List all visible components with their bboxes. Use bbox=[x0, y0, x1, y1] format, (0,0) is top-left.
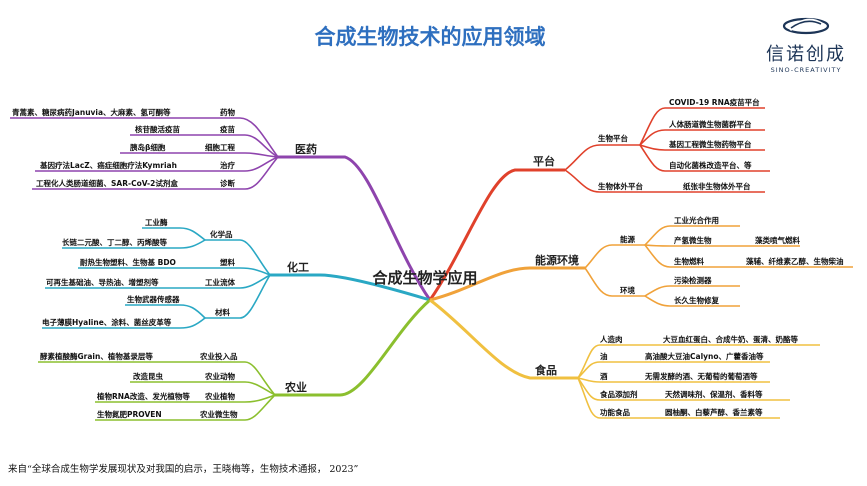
energy-leaf: 污染检测器 bbox=[674, 275, 712, 285]
agri-sub: 农业微生物 bbox=[199, 409, 238, 419]
branch-food-lines bbox=[429, 298, 820, 419]
footnote: 来自“全球合成生物学发展现状及对我国的启示，王晓梅等，生物技术通报， 2023” bbox=[8, 463, 359, 475]
branch-food-label: 食品 bbox=[535, 363, 557, 377]
branch-agri-lines bbox=[38, 298, 431, 421]
platform-leaf: 基因工程微生物药物平台 bbox=[668, 139, 752, 149]
platform-sub: 生物平台 bbox=[598, 133, 628, 143]
pharma-leaf: 基因疗法LacZ、癌症细胞疗法Kymriah bbox=[39, 160, 177, 170]
chem-leaf: 长链二元酸、丁二醇、丙烯酸等 bbox=[62, 237, 167, 247]
chem-leaf: 生物武器传感器 bbox=[127, 294, 180, 304]
agri-leaf: 改造昆虫 bbox=[133, 371, 163, 381]
energy-leaf: 生物燃料 bbox=[674, 256, 704, 266]
food-sub: 功能食品 bbox=[600, 407, 630, 417]
branch-chem-label: 化工 bbox=[287, 260, 309, 274]
branch-pharma-label: 医药 bbox=[295, 142, 317, 156]
agri-sub: 农业投入品 bbox=[199, 351, 238, 361]
pharma-sub: 治疗 bbox=[220, 160, 235, 170]
chem-leaf: 耐热生物塑料、生物基 BDO bbox=[80, 257, 176, 267]
chem-leaf: 电子薄膜Hyaline、涂料、菌丝皮革等 bbox=[42, 317, 172, 327]
chem-leaf: 可再生基础油、导热油、增塑剂等 bbox=[46, 277, 159, 287]
chem-sub: 工业流体 bbox=[205, 277, 235, 287]
platform-leaf: 自动化菌株改造平台、等 bbox=[669, 160, 752, 170]
food-leaf: 高油酸大豆油Calyno、广藿香油等 bbox=[645, 351, 764, 361]
food-sub: 食品添加剂 bbox=[600, 389, 638, 399]
energy-leaf: 藻辅、纤维素乙醇、生物柴油 bbox=[746, 256, 844, 266]
energy-leaf: 藻类喷气燃料 bbox=[755, 235, 800, 245]
branch-energy-label: 能源环境 bbox=[535, 253, 579, 267]
pharma-sub: 疫苗 bbox=[220, 124, 235, 134]
food-leaf: 天然调味剂、保温剂、香料等 bbox=[665, 389, 763, 399]
branch-pharma-lines bbox=[10, 117, 432, 301]
pharma-leaf: 胰岛β细胞 bbox=[130, 142, 166, 152]
food-leaf: 大豆血红蛋白、合成牛奶、蛋清、奶酪等 bbox=[663, 334, 798, 344]
pharma-sub: 诊断 bbox=[220, 178, 235, 188]
food-sub: 酒 bbox=[600, 371, 608, 381]
logo-subtitle: SINO-CREATIVITY bbox=[771, 66, 842, 74]
agri-sub: 农业植物 bbox=[204, 391, 235, 401]
food-leaf: 圆柚酮、白藜芦醇、香兰素等 bbox=[665, 407, 763, 417]
sino-logo-icon bbox=[782, 17, 830, 35]
agri-leaf: 酵素植酸酶Grain、植物基录层等 bbox=[40, 351, 153, 361]
pharma-sub: 药物 bbox=[220, 107, 235, 117]
food-sub: 油 bbox=[600, 351, 608, 361]
pharma-leaf: 青蒿素、糖尿病药Januvia、大麻素、氢可酮等 bbox=[12, 107, 171, 117]
branch-platform-label: 平台 bbox=[533, 154, 555, 168]
energy-sub: 能源 bbox=[620, 234, 635, 244]
energy-leaf: 产氢微生物 bbox=[674, 235, 712, 245]
platform-leaf: 纸张非生物体外平台 bbox=[683, 181, 751, 191]
branch-energy-lines bbox=[429, 225, 853, 307]
chem-sub: 塑料 bbox=[220, 257, 235, 267]
food-sub: 人造肉 bbox=[600, 334, 623, 344]
food-leaf: 无需发酵的酒、无葡萄的葡萄酒等 bbox=[644, 371, 758, 381]
pharma-leaf: 工程化人类肠道细菌、SAR-CoV-2试剂盒 bbox=[36, 178, 178, 188]
agri-leaf: 植物RNA改造、发光植物等 bbox=[96, 391, 190, 401]
energy-leaf: 工业光合作用 bbox=[674, 215, 719, 225]
center-topic: 合成生物学应用 bbox=[371, 269, 477, 287]
branch-platform-lines bbox=[428, 107, 770, 301]
platform-leaf: 人体肠道微生物菌群平台 bbox=[669, 119, 752, 129]
chem-leaf: 工业酶 bbox=[145, 217, 168, 227]
chem-sub: 化学品 bbox=[210, 229, 233, 239]
slide-title: 合成生物技术的应用领域 bbox=[315, 25, 546, 49]
energy-sub: 环境 bbox=[620, 285, 635, 295]
logo-name: 信诺创成 bbox=[766, 44, 846, 65]
branch-chem-lines bbox=[42, 227, 431, 329]
pharma-sub: 细胞工程 bbox=[205, 142, 235, 152]
chem-sub: 材料 bbox=[215, 307, 230, 317]
agri-sub: 农业动物 bbox=[204, 371, 235, 381]
branch-agri-label: 农业 bbox=[284, 380, 307, 394]
energy-leaf: 长久生物修复 bbox=[674, 295, 719, 305]
pharma-leaf: 核苷酸活疫苗 bbox=[135, 124, 180, 134]
platform-sub: 生物体外平台 bbox=[598, 181, 643, 191]
agri-leaf: 生物氮肥PROVEN bbox=[97, 409, 162, 419]
platform-leaf: COVID-19 RNA疫苗平台 bbox=[669, 97, 760, 107]
